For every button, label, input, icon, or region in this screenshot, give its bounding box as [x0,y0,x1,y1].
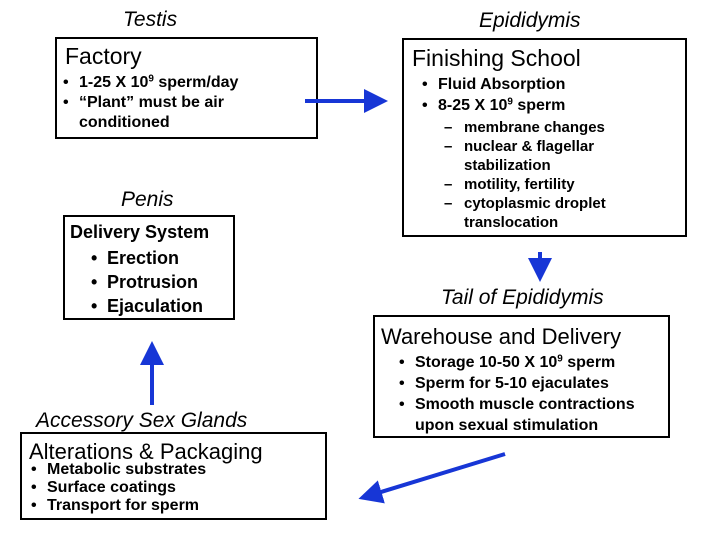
epididymis-sub-item: motility, fertility [444,175,634,194]
testis-bullet: “Plant” must be air [63,93,238,113]
accessory-bullet: Transport for sperm [31,497,206,515]
accessory-bullet: Metabolic substrates [31,461,206,479]
epididymis-bullet-list: Fluid Absorption 8-25 X 109 sperm [422,74,565,116]
tail-bullet-continuation: upon sexual stimulation [415,417,599,434]
epididymis-sub-item: nuclear & flagellar stabilization [444,137,634,175]
epididymis-box: Finishing School Fluid Absorption 8-25 X… [402,38,687,237]
epididymis-heading: Epididymis [479,9,581,32]
tail-heading: Tail of Epididymis [441,286,604,309]
testis-bullet: 1-25 X 109 sperm/day [63,73,238,93]
penis-bullet: Erection [91,246,203,270]
penis-box: Delivery System Erection Protrusion Ejac… [63,215,235,320]
penis-box-title: Delivery System [70,222,210,242]
epididymis-bullet: 8-25 X 109 sperm [422,95,565,116]
tail-bullet: Storage 10-50 X 109 sperm [399,352,635,373]
testis-bullet-continuation: conditioned [79,114,170,131]
tail-box-title: Warehouse and Delivery [381,324,622,349]
testis-bullet-list: 1-25 X 109 sperm/day “Plant” must be air… [63,73,238,133]
epididymis-sub-item: membrane changes [444,118,634,137]
epididymis-bullet: Fluid Absorption [422,74,565,95]
accessory-bullet-list: Metabolic substrates Surface coatings Tr… [31,461,206,515]
testis-heading: Testis [123,8,178,31]
tail-bullet-list: Storage 10-50 X 109 sperm Sperm for 5-10… [399,352,635,436]
penis-bullet: Protrusion [91,270,203,294]
accessory-heading: Accessory Sex Glands [36,409,248,432]
accessory-box-title: Alterations & Packaging [29,439,263,464]
testis-box: Factory 1-25 X 109 sperm/day “Plant” mus… [55,37,318,139]
tail-box: Warehouse and Delivery Storage 10-50 X 1… [373,315,670,438]
penis-bullet-list: Erection Protrusion Ejaculation [91,246,203,318]
penis-bullet: Ejaculation [91,294,203,318]
epididymis-box-title: Finishing School [412,45,581,71]
accessory-bullet: Surface coatings [31,479,206,497]
tail-to-accessory-arrow [358,452,506,504]
penis-heading: Penis [121,188,174,211]
testis-box-title: Factory [65,43,142,69]
tail-bullet: Sperm for 5-10 ejaculates [399,373,635,394]
tail-bullet: Smooth muscle contractions [399,394,635,415]
accessory-box: Alterations & Packaging Metabolic substr… [20,432,327,520]
epididymis-sub-item: cytoplasmic droplet translocation [444,194,634,232]
epididymis-sub-list: membrane changes nuclear & flagellar sta… [444,118,634,232]
